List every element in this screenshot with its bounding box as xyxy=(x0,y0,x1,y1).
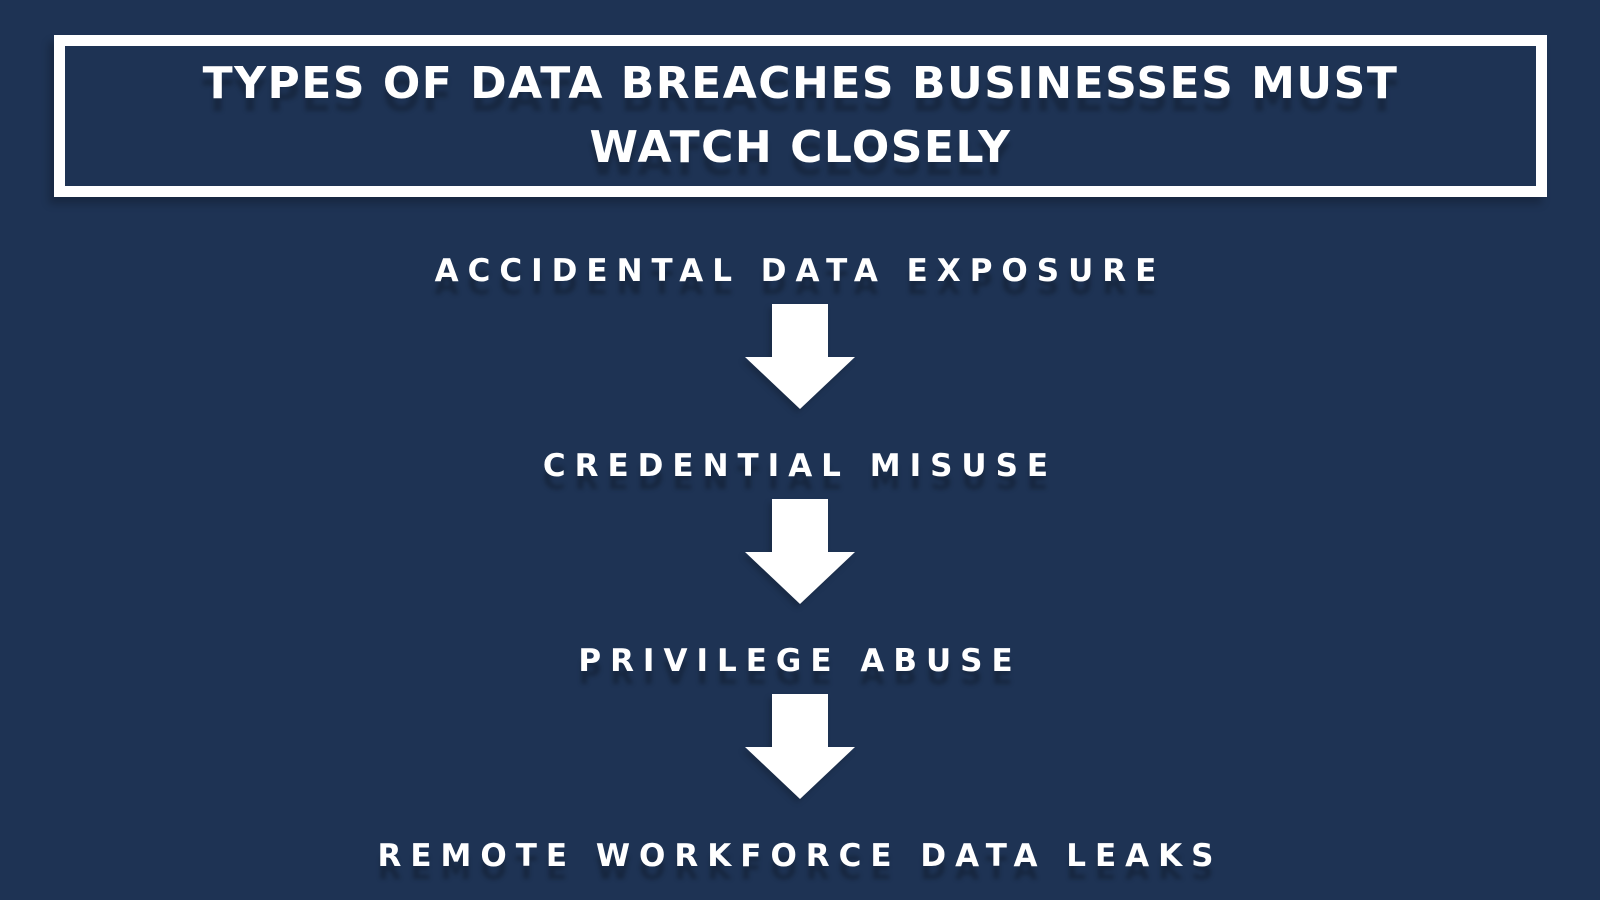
title-box: TYPES OF DATA BREACHES BUSINESSES MUST W… xyxy=(54,35,1547,197)
flow-step-remote-workforce-data-leaks: REMOTE WORKFORCE DATA LEAKS xyxy=(377,838,1223,874)
down-arrow-icon xyxy=(745,499,855,604)
flow-step-accidental-data-exposure: ACCIDENTAL DATA EXPOSURE xyxy=(434,253,1166,289)
flow-step-privilege-abuse: PRIVILEGE ABUSE xyxy=(578,643,1022,679)
down-arrow-icon xyxy=(745,304,855,409)
flow-step-credential-misuse: CREDENTIAL MISUSE xyxy=(542,448,1058,484)
down-arrow-icon xyxy=(745,694,855,799)
page-title: TYPES OF DATA BREACHES BUSINESSES MUST W… xyxy=(202,58,1399,173)
flow-diagram: ACCIDENTAL DATA EXPOSURE CREDENTIAL MISU… xyxy=(0,252,1600,875)
